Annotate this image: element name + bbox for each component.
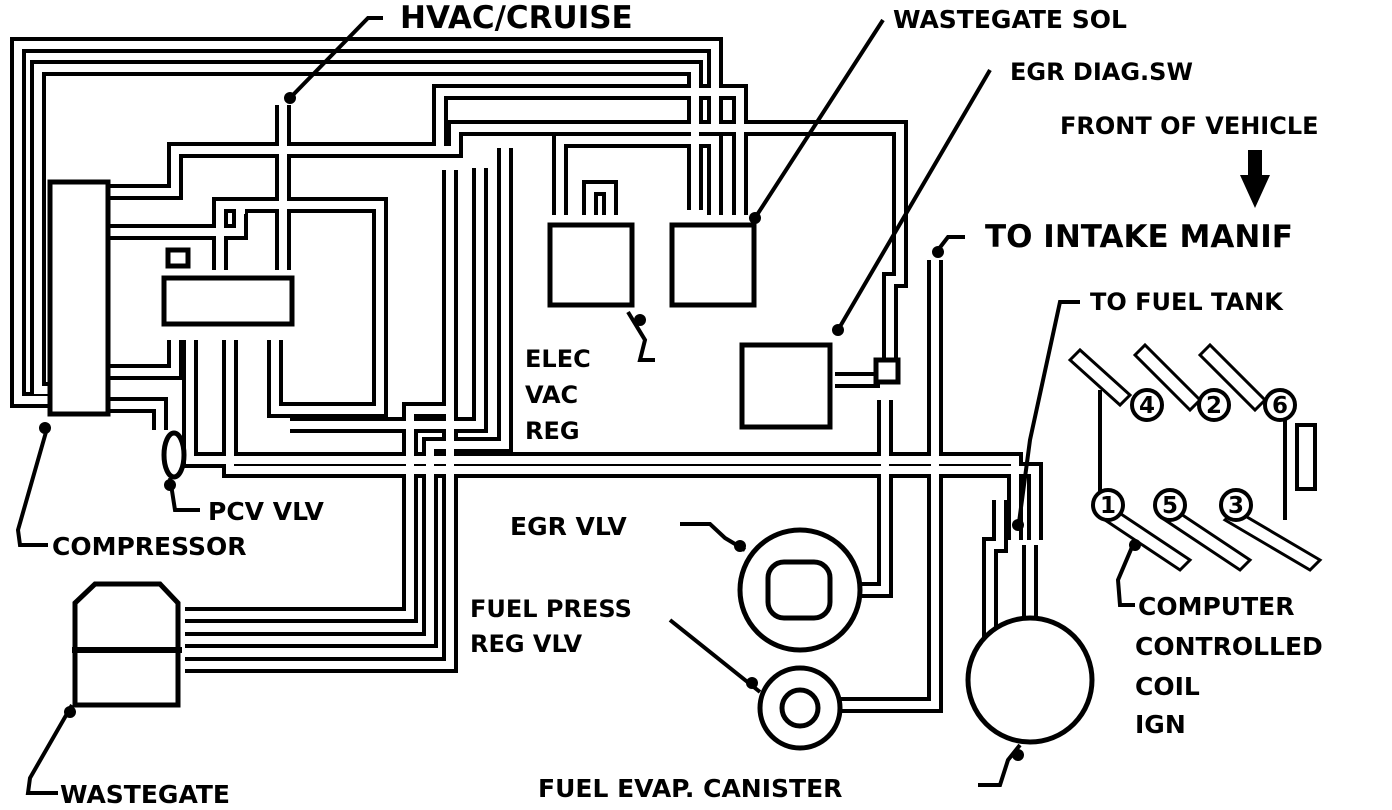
hose-lower-branch-1 bbox=[222, 340, 1043, 540]
coil-number-4: 4 bbox=[1139, 393, 1155, 419]
hose-core bbox=[290, 168, 484, 429]
label-wastegate: WASTEGATE bbox=[60, 780, 230, 809]
elec-vac-reg-box bbox=[547, 222, 635, 308]
pcv-valve bbox=[161, 430, 187, 480]
label-front-of-vehicle: FRONT OF VEHICLE bbox=[1060, 112, 1319, 140]
coil-number-6: 6 bbox=[1272, 393, 1288, 419]
label-elec: ELEC bbox=[525, 345, 591, 373]
hose-core bbox=[110, 146, 440, 196]
label-reg: REG bbox=[525, 417, 580, 445]
egr-tee bbox=[873, 357, 901, 385]
coil-number-1: 1 bbox=[1100, 493, 1116, 519]
coil-terminal-3 bbox=[1219, 488, 1253, 522]
coil-number-3: 3 bbox=[1228, 493, 1244, 519]
vacuum-hoses bbox=[10, 37, 1043, 713]
label-egr-vlv: EGR VLV bbox=[510, 512, 627, 541]
leader-dots bbox=[39, 92, 1141, 761]
fuel-press-reg-valve bbox=[757, 665, 843, 751]
label-pcv-vlv: PCV VLV bbox=[208, 497, 325, 526]
hose-core bbox=[110, 340, 179, 376]
label-ign: IGN bbox=[1135, 710, 1186, 739]
label-coil: COIL bbox=[1135, 672, 1200, 701]
hose-core bbox=[110, 401, 164, 430]
hose-compressor-lower bbox=[110, 340, 183, 380]
vacuum-manifold-block bbox=[161, 275, 295, 327]
manifold-cap bbox=[165, 247, 191, 269]
hose-core bbox=[186, 340, 1019, 540]
hose-core bbox=[810, 260, 939, 709]
hose-core bbox=[185, 148, 509, 644]
front-of-vehicle-arrow-icon bbox=[1240, 150, 1270, 208]
leader-lines bbox=[15, 16, 1137, 795]
coil-terminal-4 bbox=[1130, 388, 1164, 422]
label-vac: VAC bbox=[525, 381, 578, 409]
hose-core bbox=[34, 64, 699, 394]
hose-core bbox=[185, 170, 454, 619]
hose-core bbox=[14, 41, 719, 404]
label-fuel-evap-canister: FUEL EVAP. CANISTER bbox=[538, 774, 842, 803]
hose-core bbox=[440, 124, 904, 360]
label-reg-vlv: REG VLV bbox=[470, 630, 582, 658]
hose-core bbox=[216, 201, 384, 414]
hose-core bbox=[586, 184, 614, 215]
compressor bbox=[47, 179, 111, 417]
label-hvac-cruise: HVAC/CRUISE bbox=[400, 0, 633, 36]
wastegate-sol-box bbox=[669, 222, 757, 308]
coil-terminal-1 bbox=[1091, 488, 1125, 522]
hose-core bbox=[436, 88, 744, 215]
label-wastegate-sol: WASTEGATE SOL bbox=[893, 5, 1127, 34]
wastegate-actuator bbox=[72, 581, 182, 708]
hose-core bbox=[110, 206, 245, 236]
egr-diag-sw-box bbox=[739, 342, 833, 430]
label-compressor: COMPRESSOR bbox=[52, 532, 247, 561]
egr-valve bbox=[737, 527, 863, 653]
coil-pack: 4 2 6 1 5 3 bbox=[1067, 342, 1323, 572]
label-to-fuel-tank: TO FUEL TANK bbox=[1090, 288, 1284, 316]
label-controlled: CONTROLLED bbox=[1135, 632, 1323, 661]
coil-number-5: 5 bbox=[1162, 493, 1178, 519]
coil-number-2: 2 bbox=[1206, 393, 1222, 419]
coil-terminal-5 bbox=[1153, 488, 1187, 522]
label-to-intake-manif: TO INTAKE MANIF bbox=[985, 219, 1293, 255]
hose-core bbox=[226, 340, 1039, 540]
coil-terminal-6 bbox=[1263, 388, 1297, 422]
hose-core bbox=[986, 500, 1004, 672]
label-egr-diag-sw: EGR DIAG.SW bbox=[1010, 58, 1193, 86]
label-computer: COMPUTER bbox=[1138, 592, 1294, 621]
label-fuel-press: FUEL PRESS bbox=[470, 595, 632, 623]
fuel-evap-canister bbox=[965, 615, 1095, 745]
coil-terminal-2 bbox=[1197, 388, 1231, 422]
hose-core bbox=[556, 136, 719, 215]
hose-core bbox=[185, 410, 454, 669]
